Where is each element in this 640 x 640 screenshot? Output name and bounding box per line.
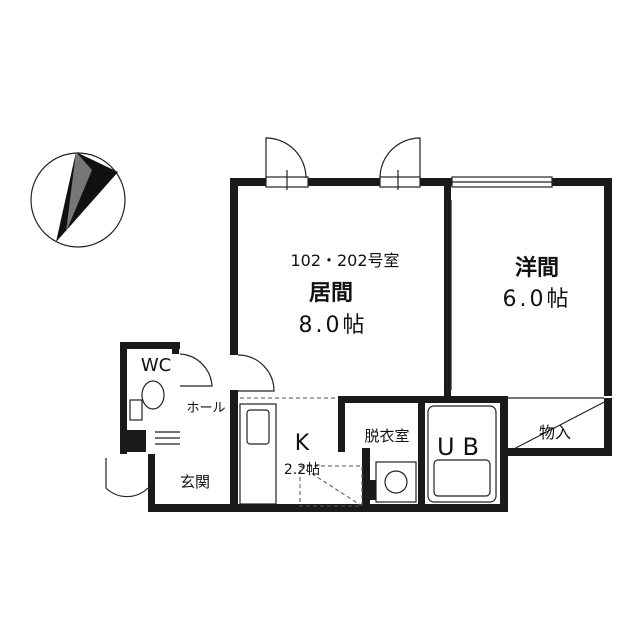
toilet-fixture xyxy=(129,380,165,421)
exterior-walls xyxy=(120,178,612,512)
western-room-size: 6.0帖 xyxy=(503,287,572,312)
entrance-label: 玄関 xyxy=(180,473,210,491)
hall-steps xyxy=(155,397,336,445)
unit-number-label: 102・202号室 xyxy=(290,251,399,270)
living-room-size: 8.0帖 xyxy=(299,313,368,338)
bathtub-fixture xyxy=(427,405,497,503)
storage-label: 物入 xyxy=(539,423,571,442)
toilet-label: WC xyxy=(141,355,171,376)
kitchen-label: K xyxy=(295,431,310,456)
balcony-doors xyxy=(265,137,421,190)
bath-label: UB xyxy=(437,433,487,461)
washbasin-fixture xyxy=(370,461,417,503)
western-room-name: 洋間 xyxy=(515,255,559,281)
kitchen-size: 2.2帖 xyxy=(284,462,320,478)
living-room-name: 居間 xyxy=(309,281,353,306)
kitchen-counter xyxy=(239,403,363,507)
compass-north-arrow-icon xyxy=(30,152,126,248)
hall-label: ホール xyxy=(186,401,225,416)
dressing-room-label: 脱衣室 xyxy=(364,427,409,445)
interior-doors xyxy=(105,353,613,498)
